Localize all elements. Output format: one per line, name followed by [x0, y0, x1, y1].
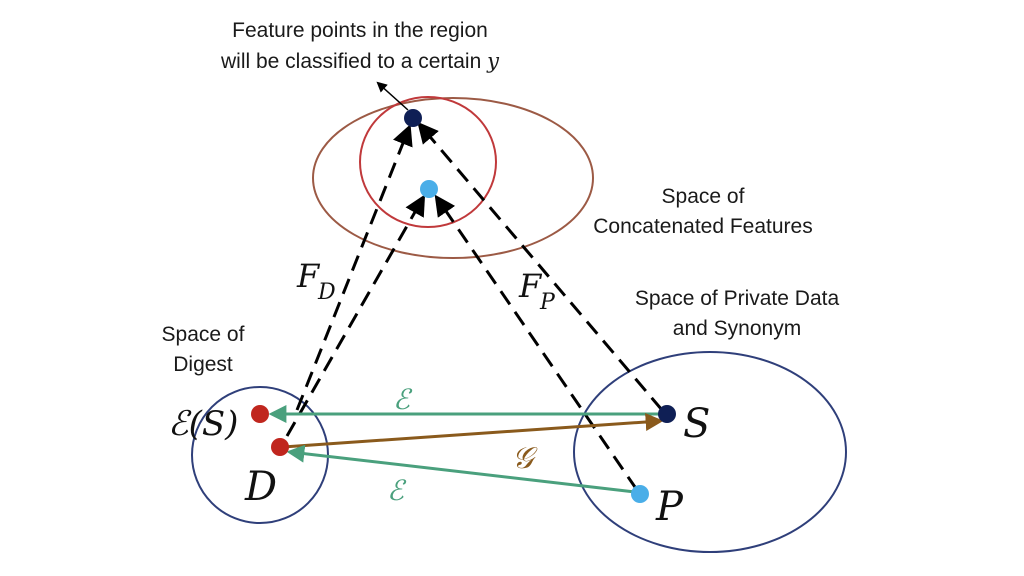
digest-point-encoded-s: [251, 405, 269, 423]
classification-region-circle: [359, 96, 497, 228]
fd-arrow-to-light-point: [285, 194, 426, 437]
p-label: P: [655, 484, 684, 530]
feature-point-light: [420, 180, 438, 198]
encoder-arrow-p-to-d: [286, 444, 636, 494]
s-label: S: [683, 401, 710, 447]
concatenated-feature-space-ellipse: [312, 97, 594, 259]
fp-arrow-from-p-to-light-point: [434, 194, 639, 491]
encoded-s-label: ℰ(S): [168, 404, 238, 444]
fd-arrow-to-dark-point: [295, 124, 413, 411]
fp-label-main: F: [518, 267, 543, 305]
private-space-line2: and Synonym: [672, 317, 802, 340]
fp-arrow-from-s-to-dark-point: [417, 121, 664, 411]
feature-point-dark: [404, 109, 422, 127]
digest-point-d: [271, 438, 289, 456]
private-point-p: [631, 485, 649, 503]
region-note-arrow: [376, 81, 409, 111]
concatenated-space-line2: Concatenated Features: [593, 215, 813, 238]
fd-label-main: F: [296, 257, 321, 295]
private-space-line1: Space of Private Data: [634, 287, 840, 310]
private-data-space-label: Space of Private Data and Synonym: [606, 284, 868, 344]
concatenated-feature-space-label: Space of Concatenated Features: [568, 182, 838, 242]
region-note-line1: Feature points in the region: [232, 19, 488, 42]
region-note-line2: will be classified to a certain y: [200, 46, 520, 77]
digest-space-line2: Digest: [173, 353, 233, 376]
private-data-space-ellipse: [573, 351, 847, 553]
generator-label: 𝒢: [512, 441, 538, 476]
concatenated-space-line1: Space of: [661, 185, 745, 208]
fp-label-sub: P: [539, 290, 556, 315]
region-note-variable: y: [487, 49, 499, 73]
encoder-label-top: ℰ: [393, 383, 413, 416]
d-label: D: [244, 464, 277, 510]
generator-arrow-d-to-s: [282, 413, 664, 449]
digest-space-line1: Space of: [161, 323, 245, 346]
region-note-line2-text: will be classified to a certain: [220, 50, 482, 73]
fd-label-sub: D: [317, 280, 336, 305]
region-note-label: Feature points in the region will be cla…: [200, 16, 520, 77]
digest-space-label: Space of Digest: [148, 320, 258, 380]
encoder-label-bottom: ℰ: [387, 474, 407, 507]
private-point-s: [658, 405, 676, 423]
